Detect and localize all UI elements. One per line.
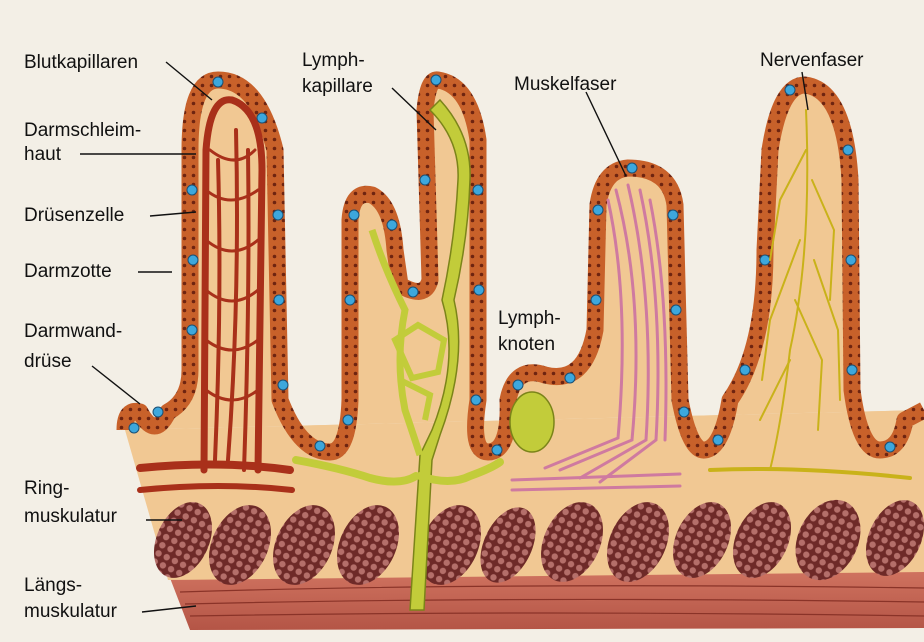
label-nervenfaser: Nervenfaser: [760, 50, 864, 72]
lymphknoten: [510, 392, 554, 452]
label-lymphknoten-line1: Lymph-: [498, 308, 561, 330]
label-laengsmuskulatur-line1: Längs-: [24, 575, 82, 597]
label-laengsmuskulatur-line2: muskulatur: [24, 601, 117, 623]
label-lymphkapillare-line2: kapillare: [302, 76, 373, 98]
label-lymphkapillare-line1: Lymph-: [302, 50, 365, 72]
label-darmschleimhaut-line1: Darmschleim-: [24, 120, 141, 142]
label-darmwanddruese-line1: Darmwand-: [24, 321, 122, 343]
label-druesenzelle: Drüsenzelle: [24, 205, 124, 227]
label-ringmuskulatur-line1: Ring-: [24, 478, 69, 500]
label-muskelfaser: Muskelfaser: [514, 74, 616, 96]
label-darmzotte: Darmzotte: [24, 261, 112, 283]
label-lymphknoten-line2: knoten: [498, 334, 555, 356]
label-blutkapillaren: Blutkapillaren: [24, 52, 138, 74]
label-darmschleimhaut-line2: haut: [24, 144, 61, 166]
label-darmwanddruese-line2: drüse: [24, 351, 72, 373]
label-ringmuskulatur-line2: muskulatur: [24, 506, 117, 528]
